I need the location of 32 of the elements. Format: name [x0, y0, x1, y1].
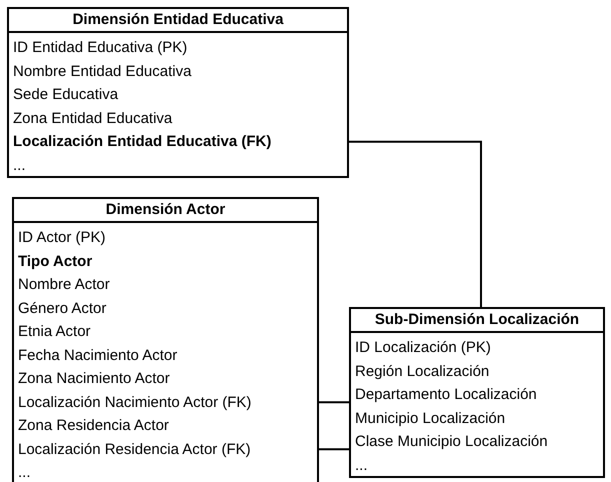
connector-line — [319, 448, 349, 450]
connector-line — [349, 140, 482, 307]
attribute-text: Localización Residencia Actor (FK) — [17, 440, 252, 460]
table-title: Dimensión Actor — [14, 199, 317, 223]
table-box — [7, 7, 349, 178]
attribute-text: ID Localización (PK) — [354, 338, 492, 358]
attribute-text: ... — [12, 156, 27, 176]
attribute-text: ... — [354, 456, 369, 476]
attribute-text: ... — [17, 463, 32, 482]
attribute-text: Tipo Actor — [17, 252, 94, 272]
attribute-text: Departamento Localización — [354, 385, 538, 405]
table-title: Dimensión Entidad Educativa — [9, 9, 347, 33]
attribute-text: ID Entidad Educativa (PK) — [12, 38, 188, 58]
attribute-text: Nombre Actor — [17, 275, 111, 295]
attribute-text: Sede Educativa — [12, 85, 120, 105]
attribute-text: ID Actor (PK) — [17, 228, 107, 248]
attribute-text: Localización Entidad Educativa (FK) — [12, 132, 272, 152]
attribute-text: Clase Municipio Localización — [354, 432, 549, 452]
connector-line — [319, 401, 349, 404]
attribute-text: Nombre Entidad Educativa — [12, 62, 192, 82]
attribute-text: Etnia Actor — [17, 322, 92, 342]
attribute-text: Región Localización — [354, 362, 490, 382]
attribute-text: Zona Residencia Actor — [17, 416, 170, 436]
attribute-text: Fecha Nacimiento Actor — [17, 346, 178, 366]
attribute-text: Municipio Localización — [354, 408, 506, 428]
table-box — [12, 197, 319, 482]
table-title: Sub-Dimensión Localización — [351, 309, 603, 333]
attribute-text: Zona Entidad Educativa — [12, 108, 174, 128]
table-box — [349, 307, 605, 478]
attribute-text: Localización Nacimiento Actor (FK) — [17, 392, 252, 412]
attribute-text: Género Actor — [17, 298, 108, 318]
attribute-text: Zona Nacimiento Actor — [17, 369, 171, 389]
